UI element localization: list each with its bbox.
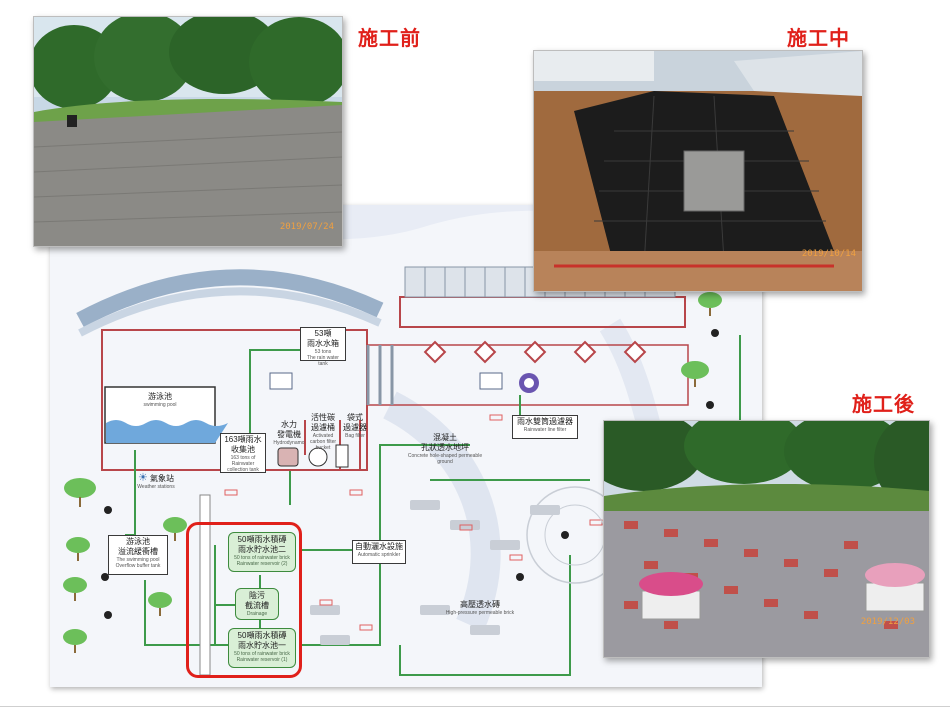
bag-filter-zh2: 過濾器 [343,423,367,432]
overflow-en: The swimming pool Overflow buffer tank [115,557,161,569]
sprinkler-en: Automatic sprinkler [357,552,401,558]
weather-en: Weather stations [137,484,175,490]
concrete-ground-label: 混凝土 孔狀透水地坪 Concrete hole-shaped permeabl… [405,433,485,465]
reservoir1-en: 50 tons of rainwater brick Rainwater res… [234,651,290,663]
photo-before-date: 2019/07/24 [279,222,334,232]
collection-tank-zh1: 163噸雨水 [224,435,262,444]
photo-after-construction: 2019/12/03 [603,420,930,658]
reservoir-2-box: 50噸雨水積磚 雨水貯水池二 50 tons of rainwater bric… [228,532,296,572]
rain-water-tank-box: 53噸 雨水水箱 53 tons The rain water tank [300,327,346,367]
roof-tank-zh2: 雨水水箱 [307,339,339,348]
photo-during-date: 2019/10/14 [801,249,856,259]
reservoir-highlight-frame [186,522,302,678]
concrete-en: Concrete hole-shaped permeable ground [407,453,483,465]
permeable-brick-zh: 高壓透水磚 [460,600,500,609]
weather-zh: 氣象站 [150,474,175,483]
overflow-zh2: 溢流緩衝槽 [118,547,158,556]
overflow-zh1: 游泳池 [126,537,150,546]
bag-filter-label: 袋式 過濾器 Bag filter [338,413,372,439]
drainage-box: 陰污 截流槽 Drainage [235,588,279,620]
permeable-brick-en: High-pressure permeable brick [445,610,515,616]
photo-before-construction: 2019/07/24 [33,16,343,247]
collection-tank-zh2: 收集池 [231,445,255,454]
generator-label: 水力 發電機 Hydrodynamo [272,420,306,446]
drain-zh2: 截流槽 [245,601,269,610]
photo-during-construction: 2019/10/14 [533,50,863,292]
generator-zh2: 發電機 [277,430,301,439]
collection-tank-en: 163 tons of Rainwater collection tank [227,455,259,473]
reservoir-1-box: 50噸雨水積磚 雨水貯水池一 50 tons of rainwater bric… [228,628,296,668]
filter-tank-en: Activated carbon filter bucket [309,433,337,451]
bag-filter-zh1: 袋式 [347,413,363,422]
stage-label-during: 施工中 [787,28,850,50]
permeable-brick-label: 高壓透水磚 High-pressure permeable brick [445,600,515,616]
generator-en: Hydrodynamo [273,440,305,446]
weather-station-label: ☀ 氣象站 Weather stations [126,472,186,491]
pool-en: swimming pool [143,402,177,408]
photo-before-image [34,17,342,246]
reservoir1-zh1: 50噸雨水積磚 [237,631,287,640]
concrete-zh1: 混凝土 [433,433,457,442]
filter-tank-label: 活性碳 過濾桶 Activated carbon filter bucket [305,413,341,451]
photo-during-image [534,51,862,291]
swimming-pool-label: 游泳池 swimming pool [120,392,200,408]
rain-filter-zh1: 雨水雙筒過濾器 [517,417,573,426]
overflow-tank-box: 游泳池 溢流緩衝槽 The swimming pool Overflow buf… [108,535,168,575]
generator-zh1: 水力 [281,420,297,429]
stage-label-after: 施工後 [852,394,915,416]
roof-tank-en2: The rain water tank [307,355,339,367]
reservoir2-zh2: 雨水貯水池二 [238,545,286,554]
concrete-zh2: 孔狀透水地坪 [421,443,469,452]
bag-filter-en: Bag filter [345,433,365,439]
reservoir2-zh1: 50噸雨水積磚 [237,535,287,544]
photo-after-date: 2019/12/03 [860,617,915,627]
roof-tank-zh1: 53噸 [314,329,332,338]
stage-label-before: 施工前 [358,28,421,50]
sprinkler-zh: 自動灑水設施 [355,542,403,551]
sprinkler-box: 自動灑水設施 Automatic sprinkler [352,540,406,564]
rain-filter-en: Rainwater line filter [523,427,567,433]
rainwater-filter-box: 雨水雙筒過濾器 Rainwater line filter [512,415,578,439]
drain-en: Drainage [246,611,268,617]
weather-icon: ☀ [137,472,148,484]
bottom-divider [0,706,950,707]
pool-zh: 游泳池 [148,392,172,401]
collection-tank-box: 163噸雨水 收集池 163 tons of Rainwater collect… [220,433,266,473]
drain-zh1: 陰污 [249,591,265,600]
roof-tank-en: 53 tons [314,349,332,355]
reservoir1-zh2: 雨水貯水池一 [238,641,286,650]
filter-tank-zh2: 過濾桶 [311,423,335,432]
filter-tank-zh1: 活性碳 [311,413,335,422]
photo-after-image [604,421,929,657]
reservoir2-en: 50 tons of rainwater brick Rainwater res… [234,555,290,567]
